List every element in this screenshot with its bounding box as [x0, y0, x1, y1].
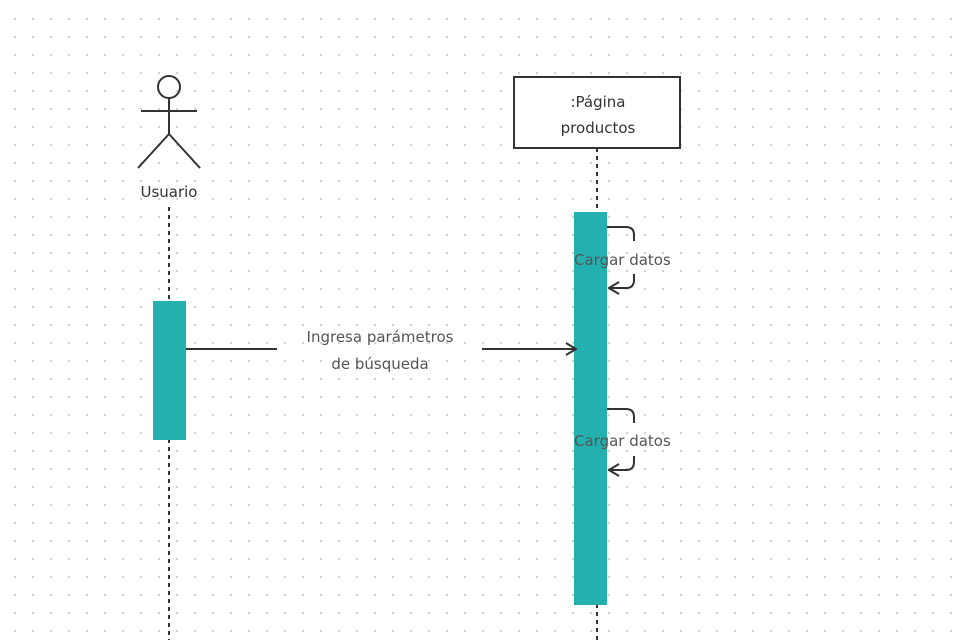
actor-label: Usuario — [140, 183, 197, 201]
self-call-2[interactable]: Cargar datos — [574, 408, 671, 470]
actor-activation-bar[interactable] — [153, 301, 186, 440]
self-call-2-top — [607, 408, 635, 423]
object-box — [513, 76, 681, 149]
self-call-1-label: Cargar datos — [574, 251, 671, 269]
object-label-line1: :Página — [570, 93, 625, 111]
message-ingresa-parametros[interactable]: Ingresa parámetros de búsqueda — [186, 328, 576, 373]
object-label-line2: productos — [561, 119, 636, 137]
actor-right-leg — [168, 133, 201, 169]
self-call-1-bottom — [609, 274, 635, 288]
message-label-line2: de búsqueda — [331, 355, 428, 373]
self-call-2-bottom — [609, 456, 635, 470]
self-call-1-top — [607, 226, 635, 241]
actor-usuario[interactable]: Usuario — [137, 75, 201, 201]
self-call-1[interactable]: Cargar datos — [574, 226, 671, 288]
actor-left-leg — [137, 133, 170, 169]
object-pagina-productos[interactable]: :Página productos — [513, 76, 681, 149]
object-activation-bar[interactable] — [574, 212, 607, 605]
message-label-line1: Ingresa parámetros — [307, 328, 454, 346]
actor-head — [157, 75, 181, 99]
self-call-2-label: Cargar datos — [574, 432, 671, 450]
